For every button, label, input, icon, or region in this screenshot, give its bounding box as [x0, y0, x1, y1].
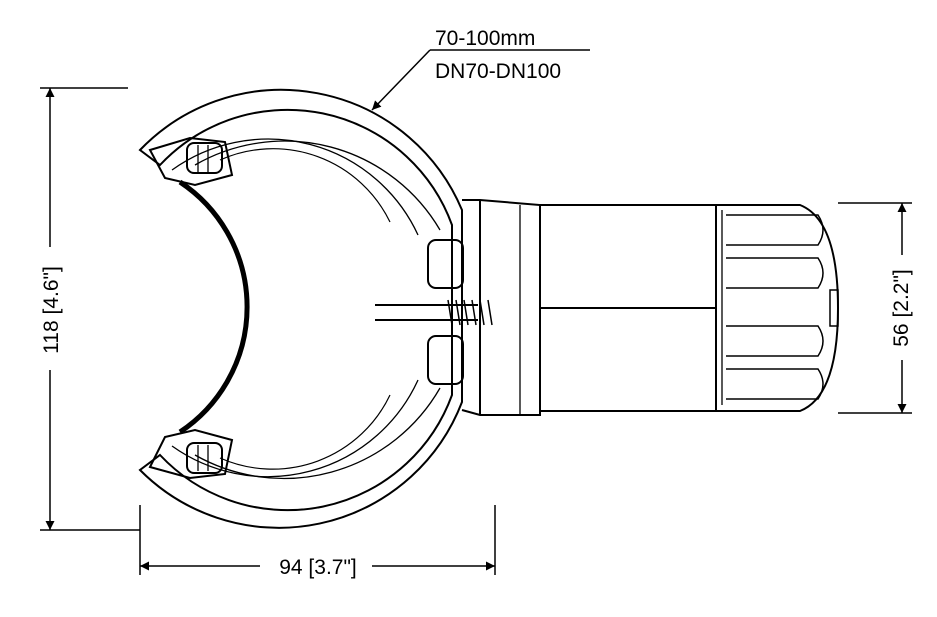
pipe-range-mm-label: 70-100mm: [435, 27, 535, 50]
pipe-range-dn-label: DN70-DN100: [435, 60, 561, 83]
upper-jaw-insert: [148, 136, 234, 187]
body-dimension: [838, 202, 912, 414]
width-dimension: [139, 505, 496, 575]
valve-body: [461, 199, 717, 416]
height-dimension: [40, 87, 140, 531]
width-dimension-label: 94 [3.7"]: [279, 556, 357, 579]
clamp-saddle: [138, 88, 463, 529]
body-dimension-label: 56 [2.2"]: [890, 269, 913, 347]
lower-jaw-insert: [148, 428, 234, 480]
height-dimension-label: 118 [4.6"]: [40, 266, 63, 354]
threaded-spindle: [375, 239, 493, 385]
knurled-knob: [715, 204, 840, 412]
pipe-range-leader: [371, 49, 590, 111]
